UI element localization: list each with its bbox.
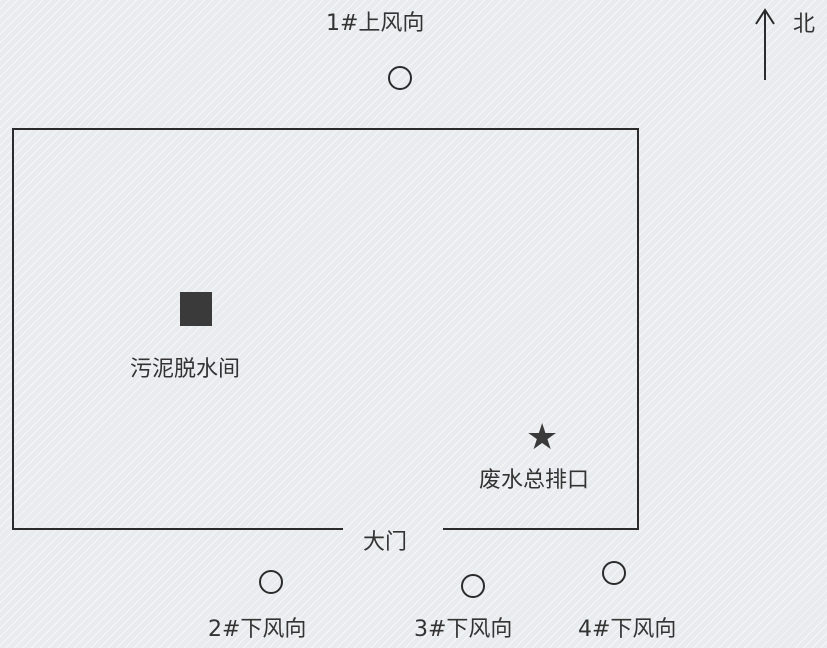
boundary-left-edge xyxy=(12,128,14,530)
boundary-top-edge xyxy=(12,128,639,130)
monitoring-point-1-label: 1#上风向 xyxy=(326,11,425,36)
monitoring-point-4-circle-icon xyxy=(602,561,626,585)
boundary-bottom-left-edge xyxy=(12,528,343,530)
boundary-right-edge xyxy=(637,128,639,530)
site-boundary xyxy=(12,128,639,530)
sludge-room-square-icon xyxy=(180,292,212,326)
monitoring-point-1-circle-icon xyxy=(388,66,412,90)
sludge-room-label: 污泥脱水间 xyxy=(130,357,241,382)
monitoring-point-3-circle-icon xyxy=(461,574,485,598)
monitoring-point-3-label: 3#下风向 xyxy=(414,617,513,642)
monitoring-point-4-label: 4#下风向 xyxy=(578,617,677,642)
gate-label: 大门 xyxy=(363,530,408,555)
boundary-bottom-right-edge xyxy=(443,528,639,530)
monitoring-point-2-label: 2#下风向 xyxy=(208,617,307,642)
wastewater-outlet-label: 废水总排口 xyxy=(479,468,590,493)
north-label: 北 xyxy=(793,12,816,37)
north-arrow-icon xyxy=(755,8,775,80)
wastewater-outlet-star-icon: ★ xyxy=(526,417,559,458)
monitoring-point-2-circle-icon xyxy=(259,570,283,594)
